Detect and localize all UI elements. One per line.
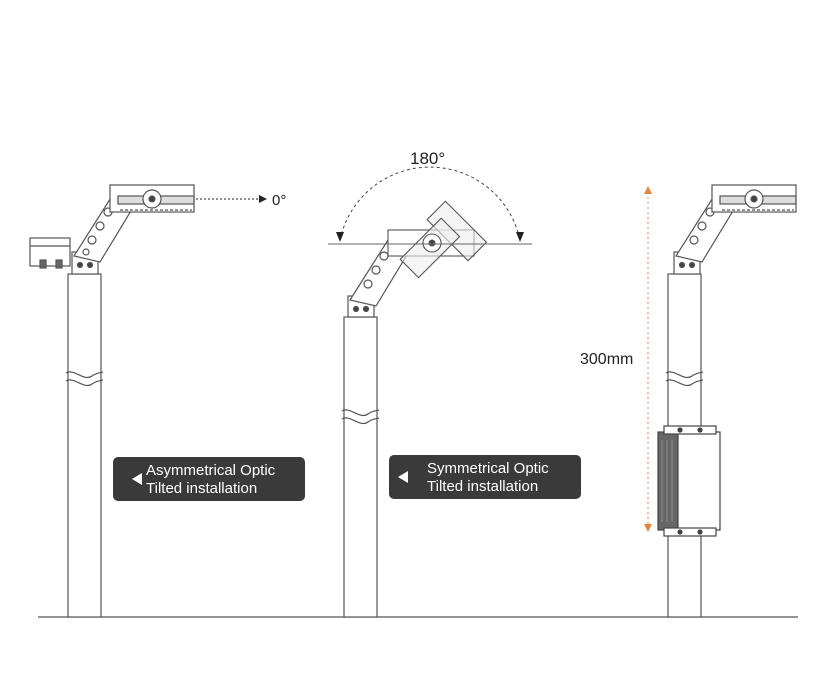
- luminaire-head-right: [711, 184, 797, 213]
- left-triangle-icon: [132, 473, 142, 485]
- reflector-housing-left: [29, 237, 71, 269]
- badge-asymmetrical-line1: Asymmetrical Optic: [146, 462, 276, 479]
- sweep-angle-label: 180°: [410, 149, 445, 168]
- zero-angle-label: 0°: [272, 192, 286, 209]
- sweep-arc: [339, 166, 521, 241]
- dimension-arrow-top: [644, 186, 652, 194]
- sweep-arrow-left: [336, 232, 344, 242]
- badge-asymmetrical: Asymmetrical Optic Tilted installation: [113, 457, 305, 501]
- badge-symmetrical: Symmetrical Optic Tilted installation: [389, 455, 581, 499]
- luminaire-head-left: [109, 184, 195, 213]
- pole-left: [62, 273, 104, 618]
- driver-box: [657, 425, 721, 537]
- rotating-luminaire-head: [387, 200, 488, 279]
- badge-asymmetrical-line2: Tilted installation: [146, 480, 257, 497]
- height-label: 300mm: [580, 351, 633, 368]
- dimension-arrow-bottom: [644, 524, 652, 532]
- pole-middle: [341, 316, 380, 618]
- sweep-arrow-right: [516, 232, 524, 242]
- badge-symmetrical-line2: Tilted installation: [427, 478, 538, 495]
- left-triangle-icon: [398, 471, 408, 483]
- badge-symmetrical-line1: Symmetrical Optic: [427, 460, 549, 477]
